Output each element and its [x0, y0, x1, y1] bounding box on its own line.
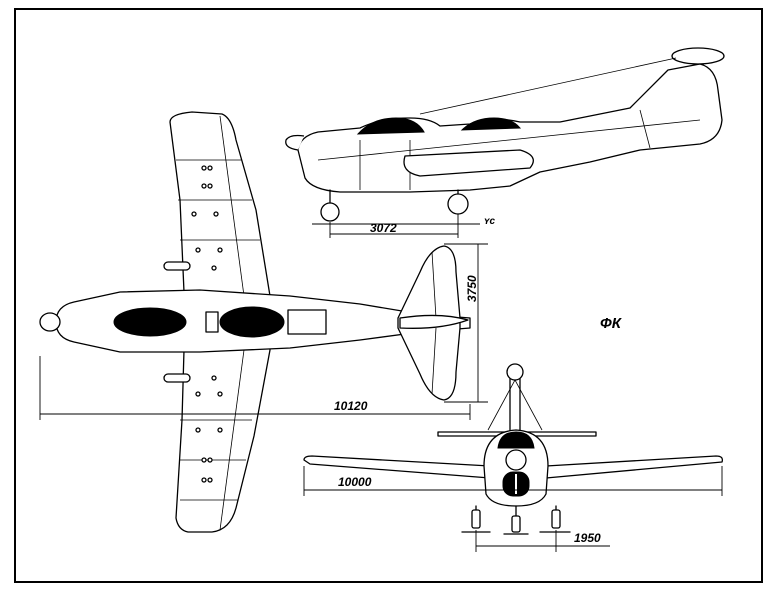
- dim-10000: 10000: [338, 475, 372, 489]
- dim-10120: 10120: [334, 399, 368, 413]
- side-antenna-wire: [419, 57, 677, 115]
- drawing-border: [14, 8, 763, 583]
- plan-tail-cone: [399, 314, 469, 329]
- side-nose-wheel: [447, 189, 469, 215]
- dim-3750: 3750: [465, 275, 479, 302]
- front-nose-wheel: [503, 505, 529, 535]
- dim-1950: 1950: [574, 531, 601, 545]
- side-fin-tip: [671, 47, 725, 65]
- front-fin-tip: [506, 363, 524, 381]
- plan-tank-lower: [163, 373, 191, 383]
- side-cg-mark: ʏc: [484, 216, 496, 227]
- side-nose: [285, 134, 305, 151]
- side-main-wheel: [320, 189, 340, 222]
- plan-tank-upper: [163, 261, 191, 271]
- drawing-label: ФК: [600, 315, 623, 332]
- plan-canopy-front: [113, 307, 187, 337]
- side-canopy-front: [356, 117, 425, 135]
- front-canopy: [497, 431, 535, 449]
- front-view: 10000 1950: [303, 363, 724, 552]
- plan-wing-dots: [191, 165, 223, 483]
- front-right-wheel: [539, 505, 571, 533]
- plan-panel: [205, 311, 219, 333]
- front-spinner: [505, 449, 527, 471]
- side-view: 3072 ʏc: [285, 47, 725, 238]
- front-fin: [509, 371, 521, 433]
- plan-view: 3750 10120: [39, 111, 488, 533]
- side-canopy-rear: [460, 117, 522, 131]
- front-left-wheel: [461, 505, 491, 533]
- plan-canopy-rear: [219, 306, 285, 338]
- side-nacelle: [403, 149, 534, 177]
- plan-spinner: [39, 312, 61, 332]
- dim-3072: 3072: [370, 221, 397, 235]
- plan-hatch: [287, 309, 327, 335]
